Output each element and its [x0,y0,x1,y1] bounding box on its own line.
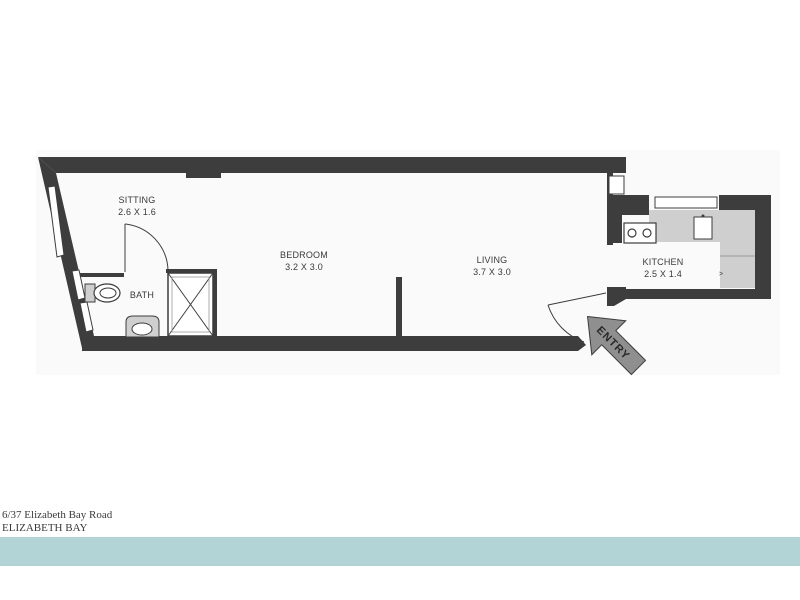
kitchen-top-wall [607,195,649,215]
window-right [608,175,625,195]
living-dims: 3.7 X 3.0 [473,267,511,277]
bottom-wall [82,336,586,351]
address-line-2: ELIZABETH BAY [2,522,88,534]
wall-nib [186,172,221,178]
kitchen-bottom-wall [622,289,771,299]
sink-icon [693,216,713,240]
sitting-dims: 2.6 X 1.6 [118,207,156,217]
bath-top-wall [80,273,124,277]
top-wall [38,157,626,173]
address-line-1: 6/37 Elizabeth Bay Road [2,509,113,521]
toilet-icon [93,283,121,303]
living-name: LIVING [477,255,508,265]
kitchen-right-wall [755,195,771,299]
entry-door [547,292,607,343]
window-kitchen [654,196,718,209]
kitchen-dims: 2.5 X 1.4 [644,269,682,279]
bath-fixtures [84,272,214,338]
svg-text:>: > [719,271,723,278]
kitchen-fixtures: > [607,210,755,288]
room-labels: SITTING 2.6 X 1.6 BEDROOM 3.2 X 3.0 LIVI… [118,195,683,300]
bedroom-dims: 3.2 X 3.0 [285,262,323,272]
bath-name: BATH [130,290,154,300]
cooktop-icon [623,222,657,244]
partition-wall [396,277,402,337]
shower-wall [213,269,217,337]
footer-band [0,537,800,566]
bedroom-name: BEDROOM [280,250,328,260]
bath-right-wall [166,269,216,273]
kitchen-counter-side [720,210,755,288]
sitting-door [124,223,169,272]
window-1 [47,185,65,258]
sitting-name: SITTING [119,195,156,205]
entry-jamb [607,287,626,306]
kitchen-name: KITCHEN [643,257,684,267]
windows [47,175,718,333]
